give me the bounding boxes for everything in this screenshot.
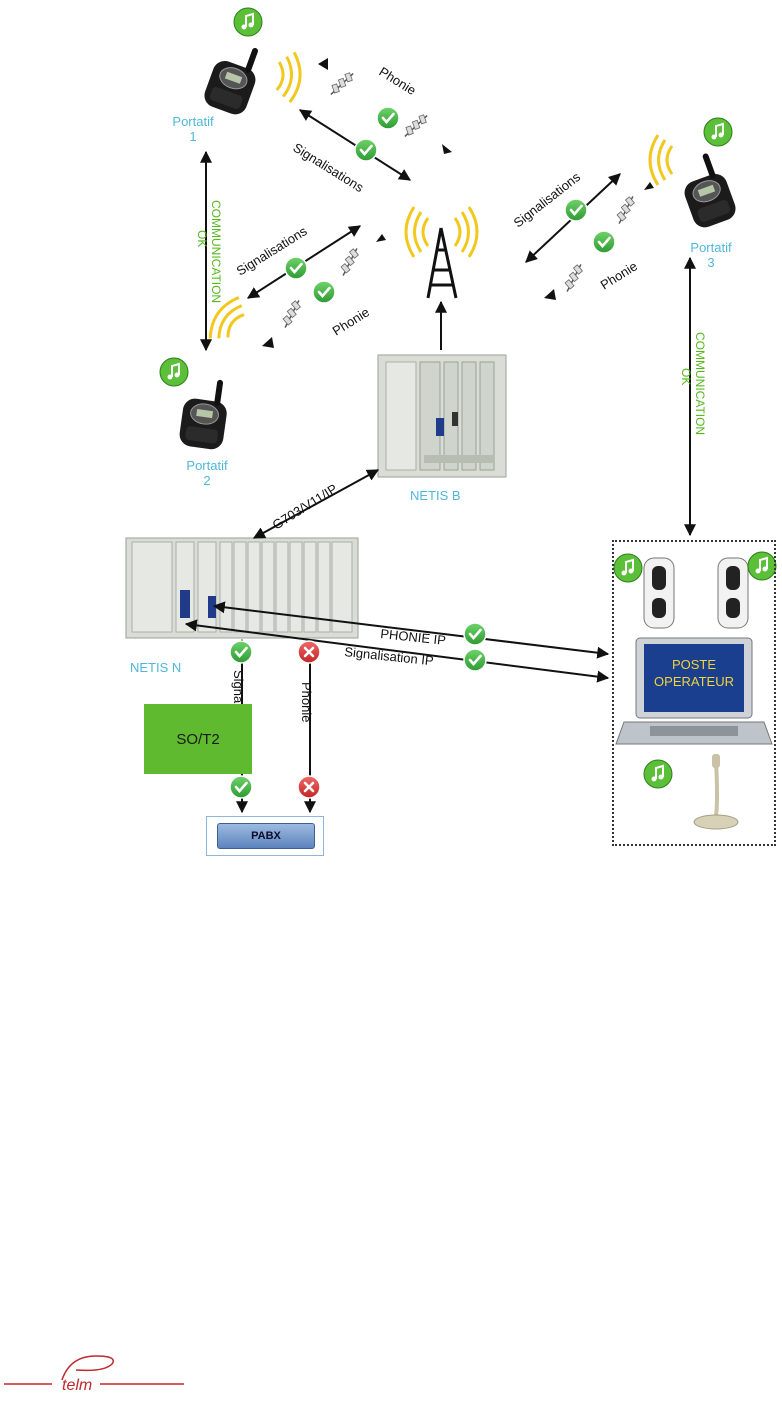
so-t2-box: SO/T2 [144, 704, 252, 774]
communication-ok-right: COMMUNICATION OK [679, 332, 707, 438]
portatif-3-label: Portatif 3 [688, 240, 734, 270]
portatif-3-waves-icon [650, 135, 672, 185]
antenna-tower-icon [406, 207, 477, 298]
portatif-2-label: Portatif 2 [184, 458, 230, 488]
ok-icon [593, 231, 615, 253]
portatif-1-label: Portatif 1 [170, 114, 216, 144]
ok-icon [355, 139, 377, 161]
packet-icon [558, 263, 588, 292]
error-icon [298, 641, 320, 663]
phonie-label-left: Phonie [330, 304, 372, 338]
packet-icon [334, 247, 364, 276]
packet-icon [400, 114, 431, 137]
poste-operateur-label: POSTE OPERATEUR [646, 656, 742, 690]
ok-icon [230, 776, 252, 798]
portatif-1-note-icon [234, 8, 262, 36]
portatif-1-waves-icon [276, 51, 302, 103]
portatif-2-note-icon [160, 358, 188, 386]
phonie-ip-label: PHONIE IP [380, 626, 447, 648]
ok-icon [377, 107, 399, 129]
pabx-label: PABX [251, 830, 281, 842]
packet-icon [326, 72, 357, 95]
packet-icon [610, 195, 640, 224]
poste-operateur-box [612, 540, 776, 846]
phonie-label-right: Phonie [598, 258, 640, 292]
communication-ok-left: COMMUNICATION OK [195, 200, 223, 306]
ok-icon [565, 199, 587, 221]
so-t2-label: SO/T2 [176, 731, 219, 748]
netis-n-label: NETIS N [130, 660, 181, 675]
error-icon [298, 776, 320, 798]
g703-label: G703/V11/IP [270, 481, 340, 533]
netis-n-rack [126, 538, 358, 638]
netis-b-rack [378, 355, 506, 477]
ok-icon [313, 281, 335, 303]
portatif-3-walkie-icon [674, 150, 739, 231]
telm-logo: telm [4, 1356, 184, 1394]
svg-text:telm: telm [62, 1377, 92, 1394]
portatif-1-walkie-icon [201, 37, 266, 118]
ok-icon [464, 623, 486, 645]
ok-icon [285, 257, 307, 279]
phonie-label-top: Phonie [376, 64, 418, 98]
phonie-pabx-label: Phonie [299, 682, 314, 722]
netis-b-label: NETIS B [410, 488, 461, 503]
portatif-2-walkie-icon [178, 375, 231, 450]
ok-icon [230, 641, 252, 663]
signalisation-ip-label: Signalisation IP [344, 644, 435, 668]
portatif-3-note-icon [704, 118, 732, 146]
packet-icon [276, 299, 306, 328]
pabx-box: PABX [206, 816, 324, 856]
ok-icon [464, 649, 486, 671]
pabx-device: PABX [217, 823, 315, 849]
